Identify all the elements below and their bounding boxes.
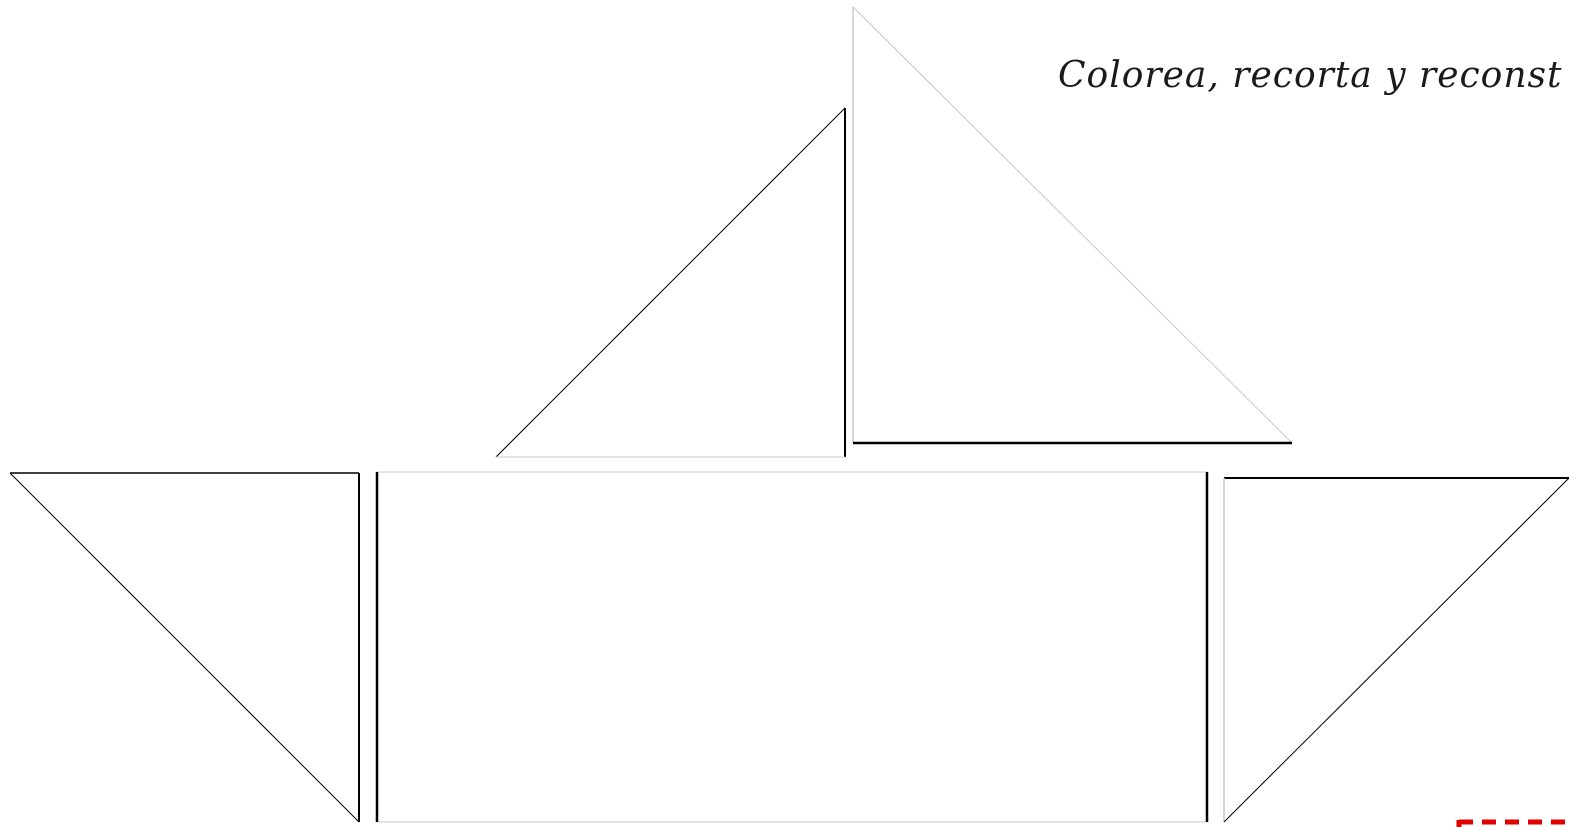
hull-left-piece: [10, 473, 359, 822]
large-sail-piece: [853, 7, 1292, 443]
small-sail-piece: [496, 108, 845, 457]
cut-guide-dashed-line: [1459, 820, 1569, 827]
hull-right-piece: [1224, 478, 1569, 822]
hull-center-piece: [377, 472, 1207, 822]
